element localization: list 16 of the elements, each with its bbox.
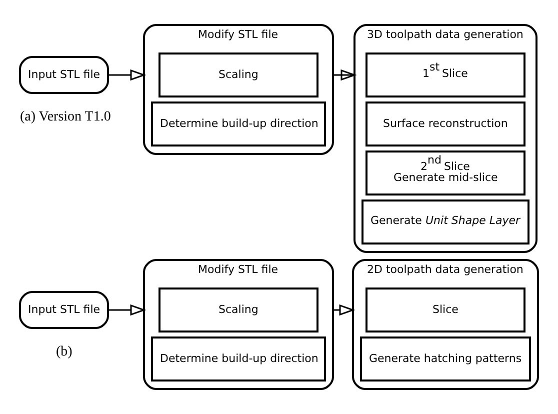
node-box: Surface reconstruction bbox=[366, 102, 526, 146]
node-box: Input STL file bbox=[19, 291, 109, 329]
arrow bbox=[333, 69, 357, 81]
arrow bbox=[108, 304, 146, 316]
arrow bbox=[333, 304, 356, 316]
node-box: Scaling bbox=[158, 288, 318, 332]
label: (a) Version T1.0 bbox=[20, 110, 111, 125]
label: (b) bbox=[56, 344, 72, 360]
node-box: Slice bbox=[366, 288, 526, 332]
node-box: Generate Unit Shape Layer bbox=[362, 200, 530, 244]
node-box: Scaling bbox=[158, 52, 318, 98]
node-box: Input STL file bbox=[19, 56, 109, 94]
node-box: Determine build-up direction bbox=[151, 102, 326, 146]
node-box: Determine build-up direction bbox=[151, 336, 326, 382]
arrow bbox=[108, 69, 146, 81]
node-box: Generate hatching patterns bbox=[360, 336, 531, 382]
